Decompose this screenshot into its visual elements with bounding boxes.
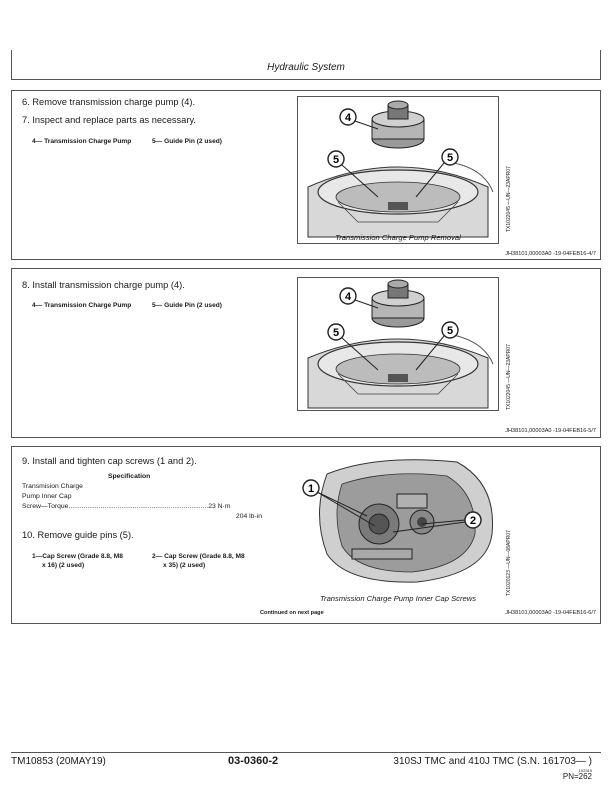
- step-8: 8. Install transmission charge pump (4).: [22, 280, 185, 290]
- legend-item-5: 5— Guide Pin (2 used): [152, 138, 222, 145]
- procedure-panel-2: [11, 268, 601, 438]
- spec-torque-imperial: 204 lb-in: [235, 513, 262, 520]
- procedure-panel-1: [11, 90, 601, 260]
- step-10: 10. Remove guide pins (5).: [22, 530, 134, 540]
- callout-1: 1: [308, 483, 314, 495]
- doc-ref-3: JH38101,00003A0 -19-04FEB16-6/7: [505, 610, 596, 616]
- legend-item-4: 4— Transmission Charge Pump: [32, 138, 132, 145]
- spec-label-line-2: Pump Inner Cap: [22, 493, 72, 500]
- figure-caption-3: Transmission Charge Pump Inner Cap Screw…: [319, 594, 476, 603]
- legend-item-4: 4— Transmission Charge Pump: [32, 302, 132, 309]
- header-frame: [11, 50, 601, 80]
- callout-4: 4: [345, 291, 352, 303]
- callout-5-right: 5: [447, 325, 453, 337]
- callout-5-right: 5: [447, 152, 453, 164]
- step-7: 7. Inspect and replace parts as necessar…: [22, 115, 196, 125]
- legend-item-5: 5— Guide Pin (2 used): [152, 302, 222, 309]
- footer-small-code: 102319: [578, 768, 592, 773]
- legend-item-2-b: x 35) (2 used): [163, 562, 206, 569]
- legend-item-2-a: 2— Cap Screw (Grade 8.8, M8: [152, 553, 245, 560]
- callout-2: 2: [470, 515, 476, 527]
- figure-pump-install: 4 5 5: [297, 277, 499, 411]
- footer-tm-number: TM10853 (20MAY19): [11, 756, 106, 767]
- doc-ref-1: JH38101,00003A0 -19-04FEB16-4/7: [505, 251, 596, 257]
- pump-removal-illustration: 4 5 5: [307, 100, 494, 238]
- step-6: 6. Remove transmission charge pump (4).: [22, 97, 196, 107]
- pump-install-illustration: 4 5 5: [307, 279, 494, 409]
- callout-5-left: 5: [333, 154, 339, 166]
- figure-inner-cap-screws: 1 2: [297, 454, 502, 584]
- figure-id-3: TX1020123 —UN—08APR07: [506, 530, 512, 596]
- footer-page-number: 03-0360-2: [228, 755, 279, 767]
- spec-label-line-1: Transmision Charge: [22, 483, 83, 490]
- continued-note: Continued on next page: [260, 610, 324, 616]
- figure-id-2: TX1022045 —UN—23APR07: [506, 344, 512, 410]
- footer-model: 310SJ TMC and 410J TMC (S.N. 161703— ): [393, 756, 592, 767]
- legend-item-1-a: 1—Cap Screw (Grade 8.8, M8: [32, 553, 123, 560]
- legend-item-1-b: x 16) (2 used): [42, 562, 85, 569]
- inner-cap-screws-illustration: 1 2: [302, 459, 494, 583]
- callout-4: 4: [345, 112, 352, 124]
- doc-ref-2: JH38101,00003A0 -19-04FEB16-5/7: [505, 428, 596, 434]
- procedure-panel-3: [11, 446, 601, 624]
- callout-5-left: 5: [333, 327, 339, 339]
- footer-pn: PN=262: [562, 772, 592, 781]
- footer-rule: [11, 752, 601, 753]
- spec-torque-metric: Screw—Torque............................…: [22, 503, 231, 510]
- step-9: 9. Install and tighten cap screws (1 and…: [22, 456, 197, 466]
- figure-pump-removal: 4 5 5: [297, 96, 499, 244]
- spec-heading: Specification: [108, 473, 151, 480]
- figure-id-1: TX1022045 —UN—23APR07: [506, 166, 512, 232]
- section-title: Hydraulic System: [267, 62, 345, 73]
- figure-caption-1: Transmission Charge Pump Removal: [335, 233, 461, 242]
